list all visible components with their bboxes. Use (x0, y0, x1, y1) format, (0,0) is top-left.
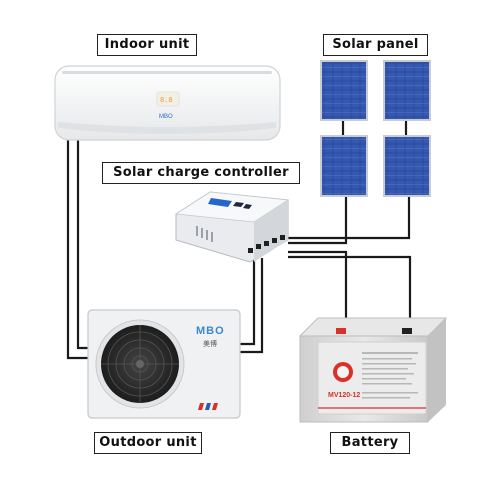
battery-terminals (336, 328, 412, 334)
wire-panel-to-controller-2 (288, 196, 411, 240)
wire-panel-to-controller-1 (288, 196, 348, 245)
wire-controller-battery-2 (288, 255, 412, 335)
label-indoor-unit: Indoor unit (97, 34, 197, 56)
indoor-unit: 8.8 MBO (54, 65, 281, 141)
controller-lcd-screen (208, 198, 232, 207)
solar-panel-top-left (320, 60, 368, 121)
outdoor-brand-cn: 美博 (203, 339, 217, 348)
wire-controller-battery-1 (288, 250, 348, 335)
label-outdoor-unit: Outdoor unit (94, 432, 202, 454)
svg-text:8.8: 8.8 (160, 96, 173, 104)
label-battery: Battery (330, 432, 410, 454)
solar-panel-bottom-right (383, 135, 431, 197)
wire-indoor-outdoor-2 (76, 140, 88, 350)
wire-controller-outdoor-1 (240, 258, 264, 354)
solar-panel-bottom-left (320, 135, 368, 197)
controller-vents (196, 226, 213, 242)
outdoor-unit: MBO 美博 (87, 309, 241, 419)
label-solar-charge-controller: Solar charge controller (102, 162, 300, 184)
solar-panel-top-right (383, 60, 431, 121)
label-solar-panel: Solar panel (323, 34, 428, 56)
wire-controller-outdoor-2 (240, 258, 256, 346)
outdoor-color-stripes (198, 403, 218, 410)
wire-indoor-outdoor-1 (66, 140, 88, 360)
outdoor-brand: MBO (196, 325, 225, 337)
controller-terminals (248, 235, 285, 253)
solar-charge-controller (174, 191, 290, 263)
battery-model: MV120-12 (328, 392, 360, 399)
solar-panel-array (320, 60, 431, 197)
indoor-display-icon (156, 91, 180, 107)
battery-text-lines (362, 352, 418, 399)
wiring (66, 120, 412, 360)
indoor-brand: MBO (159, 114, 173, 120)
battery: MV120-12 (298, 317, 448, 423)
